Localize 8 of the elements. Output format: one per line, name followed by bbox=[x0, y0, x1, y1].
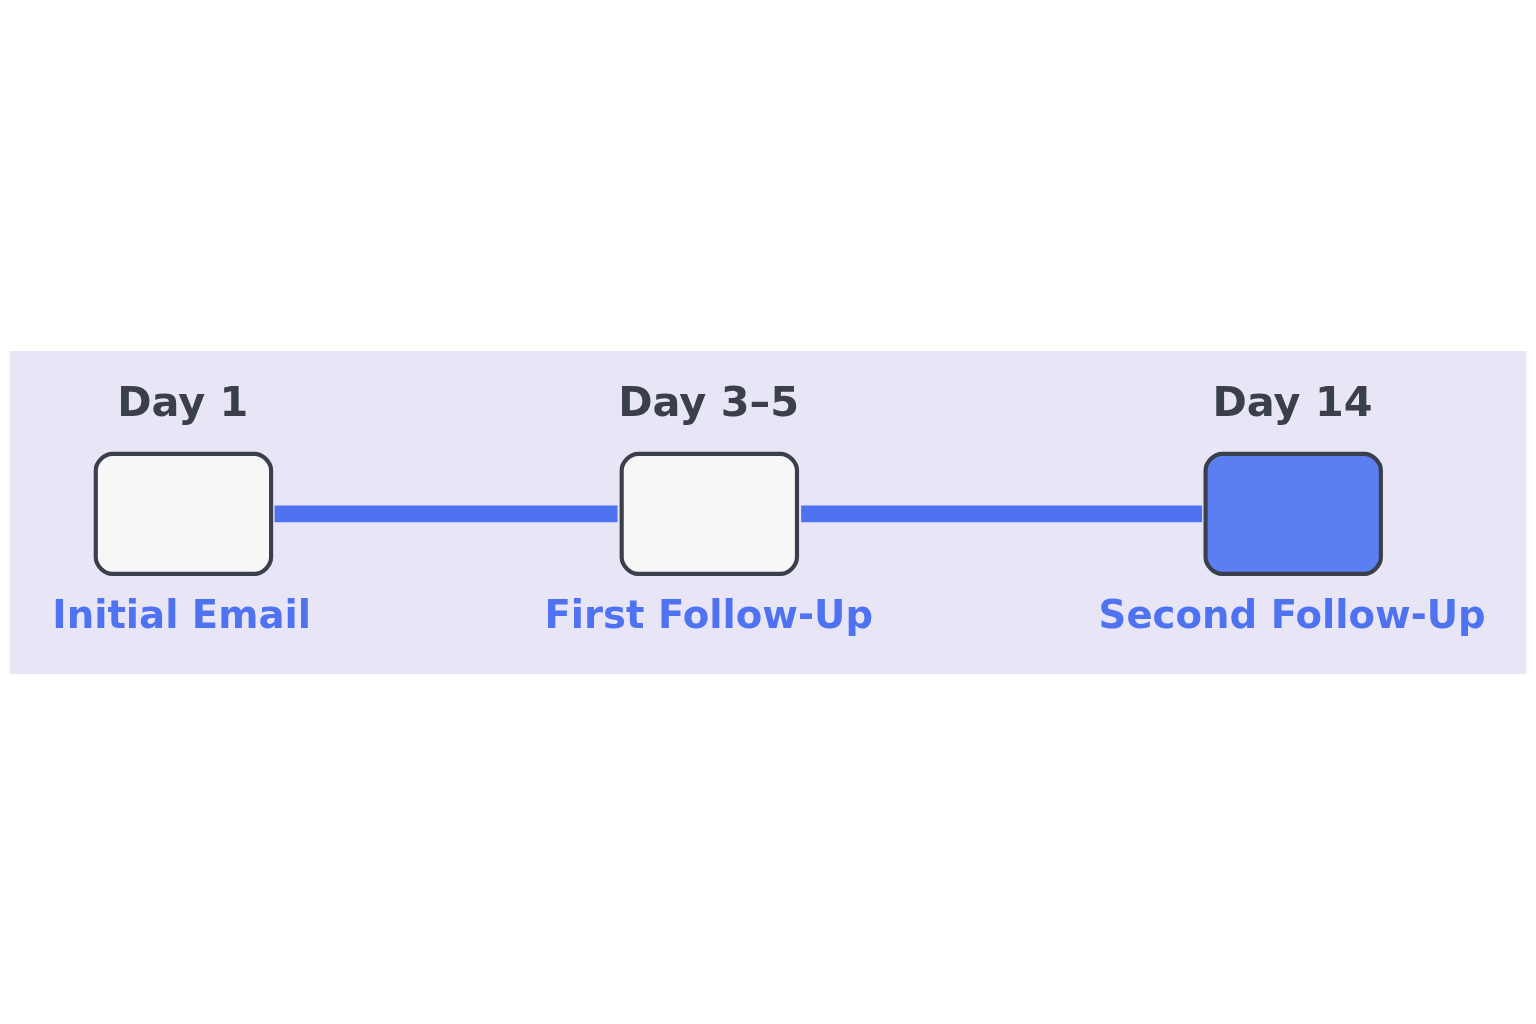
node-label: Initial Email bbox=[52, 591, 312, 637]
node-label: Day 14 bbox=[1212, 377, 1373, 426]
node-label: Day 1 bbox=[117, 377, 249, 426]
node-label: First Follow-Up bbox=[544, 591, 874, 637]
node-label: Second Follow-Up bbox=[1098, 591, 1486, 637]
connector bbox=[801, 505, 1203, 522]
connector bbox=[274, 505, 618, 522]
node-label: Day 3–5 bbox=[618, 377, 800, 426]
